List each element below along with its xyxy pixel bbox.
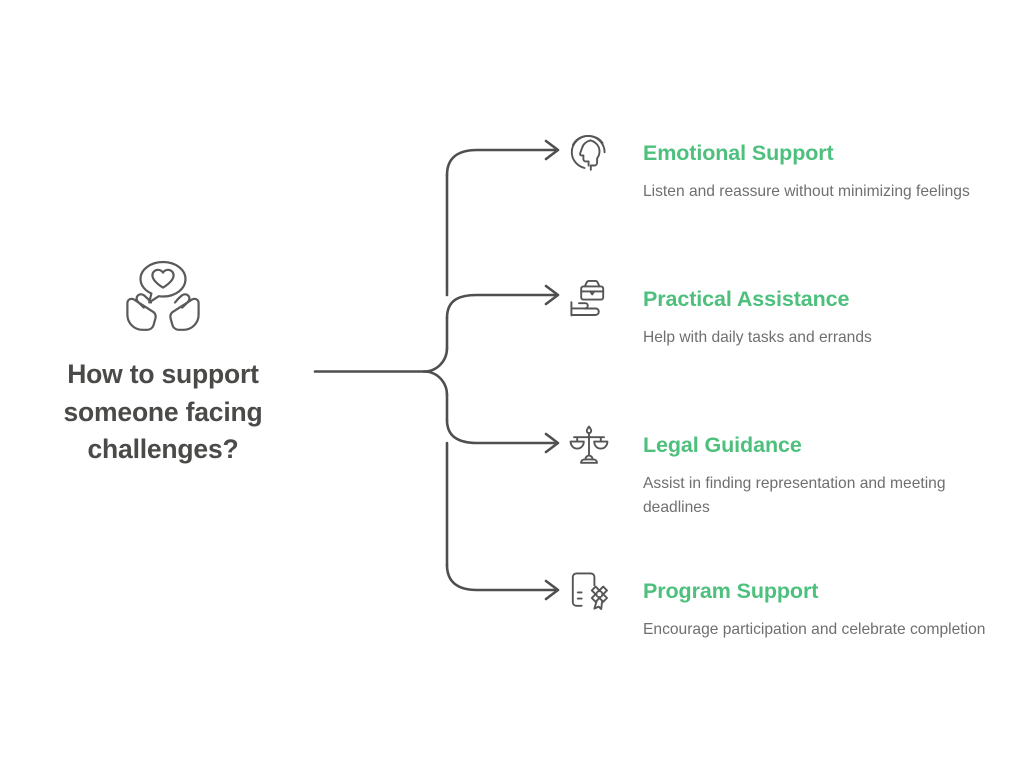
connector-branch-2: [445, 418, 558, 445]
balance-scales-icon: [569, 425, 609, 464]
branch-header: Emotional Support: [568, 133, 1018, 173]
branch-title: Program Support: [643, 578, 819, 603]
branch-header: Program Support: [568, 571, 1018, 611]
root-title-line-1: How to support: [67, 359, 259, 389]
branch-title: Legal Guidance: [643, 432, 802, 457]
branch-program-support[interactable]: Program Support Encourage participation …: [568, 571, 1018, 642]
branch-description: Help with daily tasks and errands: [643, 329, 872, 346]
branch-header: Legal Guidance: [568, 425, 1018, 465]
briefcase-on-hand-icon: [570, 279, 605, 317]
branch-title: Practical Assistance: [643, 286, 850, 311]
two-head-profiles-icon: [570, 134, 606, 171]
root-node: How to support someone facing challenges…: [18, 258, 308, 469]
hands-holding-heart-speech-bubble-icon: [126, 260, 200, 331]
branch-legal-guidance[interactable]: Legal Guidance Assist in finding represe…: [568, 425, 1018, 520]
branch-header: Practical Assistance: [568, 279, 1018, 319]
connector-branch-1: [445, 293, 558, 320]
connector-fork-down: [422, 370, 449, 397]
root-title-line-3: challenges?: [87, 434, 239, 465]
arrowhead-0: [544, 139, 560, 161]
branch-emotional-support[interactable]: Emotional Support Listen and reassure wi…: [568, 133, 1018, 204]
arrowhead-3: [544, 579, 560, 601]
page-title: How to support someone facing challenges…: [64, 356, 263, 469]
root-title-line-2: someone facing: [63, 396, 263, 427]
arrowhead-2: [544, 432, 560, 454]
branch-description: Assist in finding representation and mee…: [643, 475, 946, 516]
connector-fork-up: [422, 346, 449, 373]
branch-title: Emotional Support: [643, 140, 834, 165]
connector-branch-0: [445, 148, 558, 177]
arrowhead-1: [544, 284, 560, 306]
connector-branch-3: [445, 563, 558, 592]
branch-practical-assistance[interactable]: Practical Assistance Help with daily tas…: [568, 279, 1018, 350]
branch-description: Listen and reassure without minimizing f…: [643, 183, 970, 200]
document-award-ribbon-icon: [571, 572, 608, 610]
branch-description: Encourage participation and celebrate co…: [643, 621, 986, 638]
